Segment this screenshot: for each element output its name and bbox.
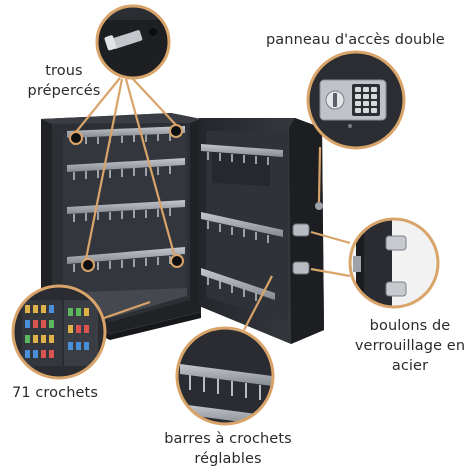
callout-lines [75,77,351,331]
predrilled-holes [69,124,184,272]
keypad-icon [352,84,380,116]
safe-door [199,118,324,344]
screw-icon [104,28,157,51]
label-hooks-count: 71 crochets [12,385,98,401]
label-hook-bars: barres à crochets réglables [164,431,292,467]
door-bolts [292,202,323,275]
cabinet-hook-bars [67,126,185,272]
zoom-circle-access-panel [306,50,406,150]
key-tags-icon [25,305,89,358]
label-holes: trous prépercés [27,63,101,99]
zoom-circle-bolts [348,217,440,309]
zoom-circle-holes [95,4,171,80]
zoom-circle-hook-bars [175,326,275,426]
keyhole-icon [325,90,345,110]
lock-bolt-icon [385,235,407,297]
zoom-circle-hooks [11,284,107,380]
label-access-panel: panneau d'accès double [266,32,445,48]
label-bolts: boulons de verrouillage en acier [354,318,466,374]
